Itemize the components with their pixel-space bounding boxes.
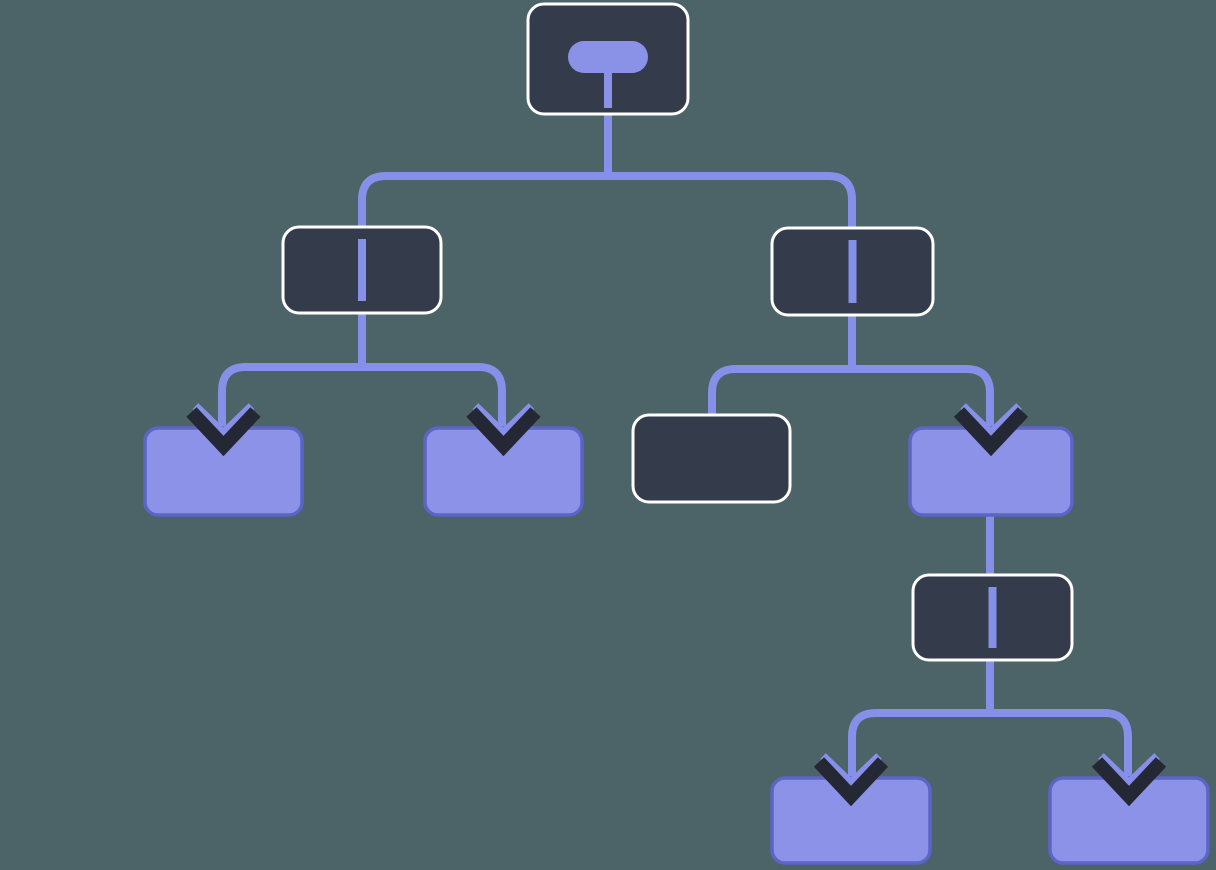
root-pill-stem	[604, 68, 612, 108]
pass-through-line	[988, 587, 997, 648]
chevron-down-icon	[953, 407, 1029, 457]
chevron-down-icon	[813, 757, 889, 807]
arrowhead-icon	[1098, 753, 1160, 789]
connector-edge	[358, 172, 856, 252]
pass-through-line	[848, 240, 857, 303]
chevron-down-icon	[186, 407, 261, 457]
arrowhead-icon	[820, 753, 882, 789]
root-pill-icon	[568, 41, 648, 73]
connector-edge	[848, 709, 1132, 781]
connector-edge	[708, 365, 994, 431]
chevron-down-icon	[1091, 757, 1167, 807]
pass-through-line	[358, 239, 366, 301]
arrowhead-icon	[960, 403, 1022, 439]
connector-edge	[218, 363, 506, 431]
chevron-down-icon	[466, 407, 541, 457]
node-node-plain[interactable]	[631, 413, 792, 504]
arrowhead-icon	[192, 403, 255, 439]
arrowhead-icon	[472, 403, 535, 439]
